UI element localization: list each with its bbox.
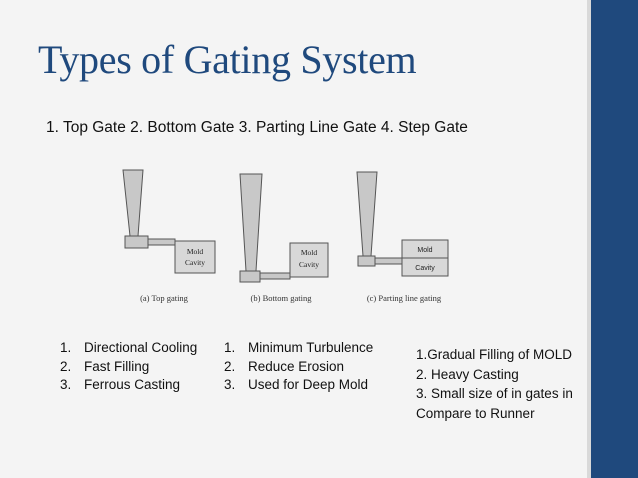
gating-diagram: Mold Cavity (a) Top gating Mold Cavity (… (118, 168, 458, 308)
bottom-gating-mold-label: Mold (301, 248, 318, 257)
parting-line-caption: (c) Parting line gating (367, 293, 442, 303)
list-item: 3.Used for Deep Mold (224, 377, 369, 392)
bottom-gating-mold-cavity (289, 242, 329, 278)
parting-line-runner (374, 257, 403, 265)
top-gating-mold-cavity (174, 240, 216, 274)
bottom-gate-features-list: 1.Minimum Turbulence 2.Reduce Erosion 3.… (224, 339, 373, 395)
list-item: 2.Reduce Erosion (224, 358, 345, 374)
bottom-gating-sprue (239, 173, 263, 272)
list-item: 1.Minimum Turbulence (224, 340, 374, 355)
side-bar-edge (587, 0, 591, 478)
bottom-gating-cavity-label: Cavity (299, 260, 319, 269)
top-gating-sprue (122, 169, 144, 237)
slide-subtitle: 1. Top Gate 2. Bottom Gate 3. Parting Li… (46, 119, 468, 136)
side-accent-bar (591, 0, 638, 478)
top-gating-cavity-label: Cavity (185, 258, 205, 267)
parting-line-mold-label: Mold (417, 247, 432, 254)
text-line: 3. Small size of in gates in (416, 386, 573, 401)
bottom-gating-runner (259, 272, 291, 280)
bottom-gating-caption: (b) Bottom gating (251, 293, 313, 303)
top-gating-mold-label: Mold (187, 247, 204, 256)
bottom-gating-figure: Mold Cavity (b) Bottom gating (239, 173, 329, 303)
list-item: 2.Fast Filling (60, 358, 150, 374)
top-gating-caption: (a) Top gating (140, 293, 189, 303)
text-line: 1.Gradual Filling of MOLD (416, 347, 573, 362)
top-gating-figure: Mold Cavity (a) Top gating (122, 169, 216, 303)
text-line: 2. Heavy Casting (416, 366, 519, 382)
gating-diagram-svg: Mold Cavity (a) Top gating Mold Cavity (… (122, 169, 449, 303)
parting-line-basin (357, 255, 376, 267)
top-gating-basin (124, 235, 149, 249)
bottom-gating-base (239, 270, 261, 283)
list-item: 1.Directional Cooling (60, 340, 198, 355)
text-line: Compare to Runner (416, 405, 535, 421)
parting-line-sprue (356, 171, 378, 257)
slide-title: Types of Gating System (38, 37, 417, 82)
parting-line-features-text: 1.Gradual Filling of MOLD 2. Heavy Casti… (416, 345, 573, 423)
parting-line-gating-figure: Mold Cavity (c) Parting line gating (356, 171, 449, 303)
list-item: 3.Ferrous Casting (60, 377, 181, 392)
parting-line-cavity-label: Cavity (415, 265, 435, 272)
top-gating-runner (147, 238, 176, 246)
top-gate-features-list: 1.Directional Cooling 2.Fast Filling 3.F… (60, 339, 197, 395)
